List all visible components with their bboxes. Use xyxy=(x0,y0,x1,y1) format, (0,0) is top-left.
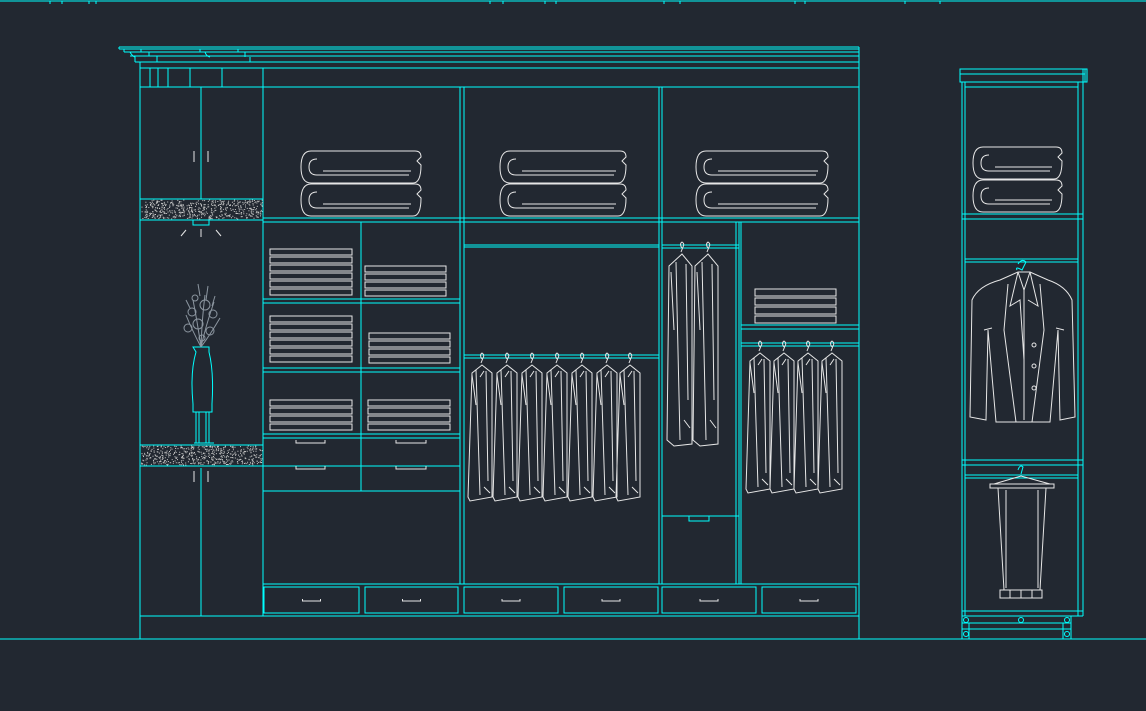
door-handles-lower xyxy=(193,471,209,482)
top-tick-marks xyxy=(49,1,941,4)
hanging-shirt xyxy=(615,352,641,502)
long-hanging-bay xyxy=(662,222,739,584)
side-cabinet xyxy=(959,68,1088,639)
folded-clothes-stack xyxy=(368,332,451,364)
hanging-shirt xyxy=(492,352,518,502)
hanging-shirt xyxy=(592,352,618,502)
folded-clothes-stack xyxy=(269,315,353,363)
center-hanging-bay xyxy=(463,244,660,359)
stone-texture xyxy=(141,445,263,466)
left-shelf-bay xyxy=(263,222,859,585)
folded-clothes-stack xyxy=(367,399,451,431)
stone-shelf-lower xyxy=(139,444,264,467)
hanging-shirt xyxy=(467,352,493,502)
folded-stack-right xyxy=(754,288,837,324)
hanging-shirt xyxy=(542,352,568,502)
drawer xyxy=(563,586,659,614)
folded-clothes-stack xyxy=(754,288,837,324)
hanging-shirt xyxy=(745,340,771,494)
drawer xyxy=(761,586,857,614)
hanging-shirts-center xyxy=(467,352,641,502)
suit-jacket-icon xyxy=(969,259,1076,423)
main-wardrobe xyxy=(118,46,860,639)
flower-vase-icon xyxy=(183,283,221,444)
hanging-shirt xyxy=(517,352,543,502)
trousers-hanger-icon xyxy=(989,465,1055,599)
folded-towel-stacks xyxy=(300,150,829,217)
folded-clothes-cubbies xyxy=(269,248,451,431)
towel-stack xyxy=(499,150,627,217)
folded-clothes-stack xyxy=(269,399,353,431)
stone-shelf-upper xyxy=(139,198,264,221)
hanging-coat xyxy=(692,241,719,447)
right-bay xyxy=(741,324,859,347)
hanging-shirts-right xyxy=(745,340,843,494)
folded-clothes-stack xyxy=(269,248,353,296)
hanging-shirt xyxy=(793,340,819,494)
hanging-coats-long xyxy=(666,241,719,447)
towel-stack xyxy=(972,146,1063,213)
crown-moulding xyxy=(118,46,860,69)
drawer xyxy=(463,586,559,614)
spot-light-icon xyxy=(180,219,222,237)
bottom-drawer-row xyxy=(263,586,857,614)
stone-texture xyxy=(141,199,263,220)
outer-carcass xyxy=(139,68,860,639)
top-shelf-row xyxy=(263,87,859,584)
small-drawer-handles xyxy=(295,440,427,470)
hanging-shirt xyxy=(817,340,843,494)
drawer xyxy=(364,586,459,614)
folded-towel-stack-side xyxy=(972,146,1063,213)
hanging-shirt xyxy=(567,352,593,502)
hanging-coat xyxy=(666,241,693,447)
drawing-frame xyxy=(0,0,1146,640)
drawer xyxy=(661,586,757,614)
folded-clothes-stack xyxy=(364,265,447,297)
door-handles-upper xyxy=(193,151,209,162)
towel-stack xyxy=(695,150,829,217)
side-cabinet-frame xyxy=(959,68,1088,639)
drawer xyxy=(263,586,360,614)
hanging-shirt xyxy=(769,340,795,494)
left-display-column xyxy=(139,87,264,616)
towel-stack xyxy=(300,150,422,217)
